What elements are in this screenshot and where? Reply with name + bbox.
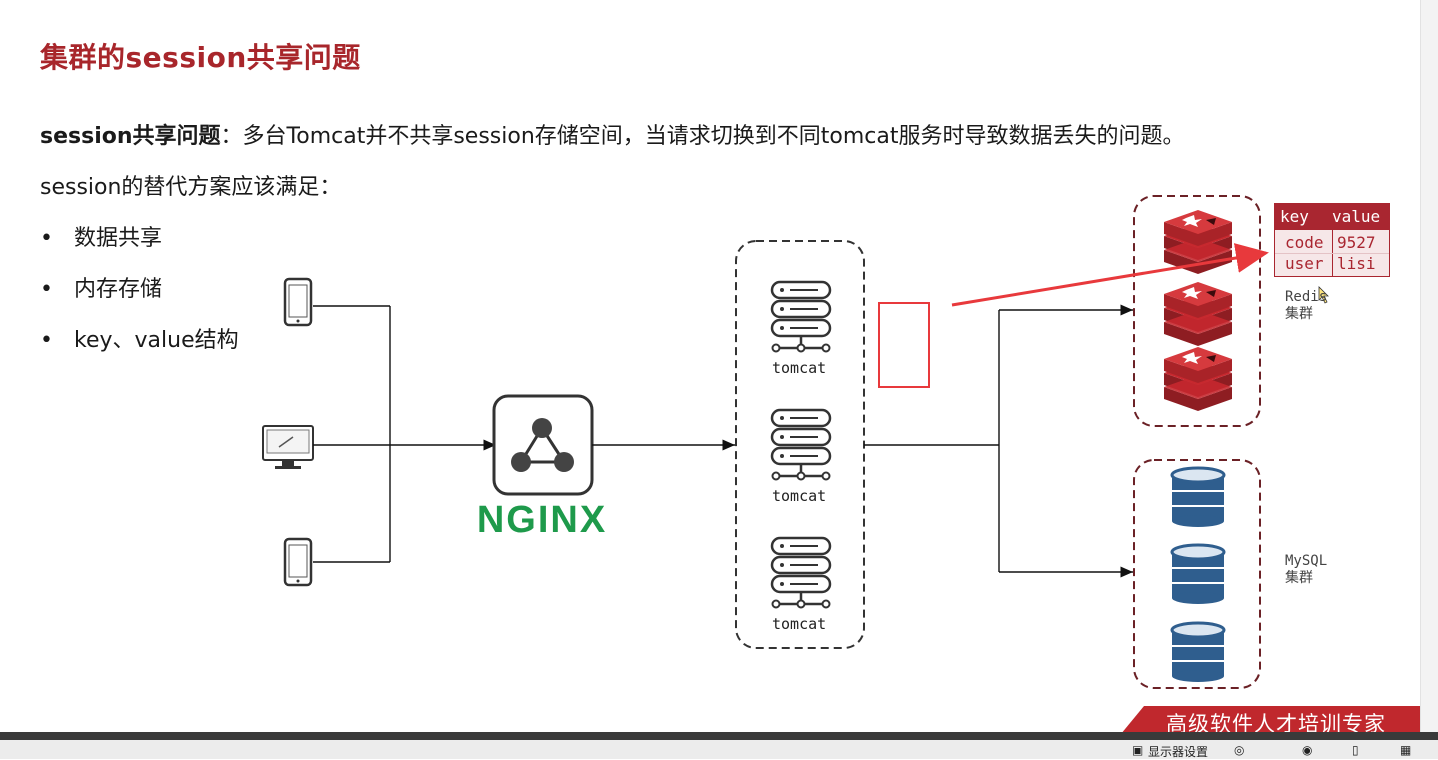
kv-header-key: key <box>1280 207 1309 226</box>
highlight-box <box>878 302 930 388</box>
tomcat-label: tomcat <box>772 487 827 505</box>
settings-icon[interactable]: ◎ <box>1234 743 1245 757</box>
desktop-icon <box>262 425 314 469</box>
tomcat-label: tomcat <box>772 615 827 633</box>
phone-icon <box>283 277 313 327</box>
nginx-icon <box>492 394 594 496</box>
mysql-label: MySQL <box>1285 553 1328 569</box>
mysql-cluster-box <box>1133 459 1261 689</box>
tomcat-label: tomcat <box>772 359 827 377</box>
redis-icon <box>1164 282 1232 346</box>
svg-text:NGINX: NGINX <box>477 499 607 541</box>
play-icon[interactable]: ◉ <box>1302 743 1313 757</box>
bullet-dot: • <box>40 226 53 251</box>
bullet-item: • 内存存储 <box>40 271 162 303</box>
kv-header-value: value <box>1332 207 1381 226</box>
kv-table-body: code 9527 user lisi <box>1274 230 1390 277</box>
nginx-logo: NGINX <box>477 499 607 541</box>
kv-value: 9527 <box>1337 233 1376 252</box>
redis-label: Redis <box>1285 289 1328 305</box>
red-annotation-arrow <box>951 243 1269 307</box>
bullet-text: 数据共享 <box>74 226 163 251</box>
bullet-text: 内存存储 <box>74 277 163 302</box>
grid-icon[interactable]: ▦ <box>1400 743 1412 757</box>
slide: 集群的session共享问题 session共享问题：多台Tomcat并不共享s… <box>40 41 1390 689</box>
intro-bold: session共享问题 <box>40 124 221 149</box>
slide-title: 集群的session共享问题 <box>40 41 361 74</box>
progress-bar[interactable] <box>0 732 1438 740</box>
monitor-icon[interactable]: ▣ <box>1132 743 1144 757</box>
redis-label-cluster: 集群 <box>1285 306 1313 322</box>
database-icon <box>1170 621 1226 684</box>
intro-line: session共享问题：多台Tomcat并不共享session存储空间，当请求切… <box>40 118 1184 150</box>
kv-key: user <box>1285 254 1324 273</box>
bullet-text: key、value结构 <box>74 328 239 353</box>
phone-icon <box>283 537 313 587</box>
database-icon <box>1170 466 1226 529</box>
tomcat-server-icon <box>770 408 832 481</box>
vertical-scrollbar[interactable] <box>1420 0 1438 732</box>
mysql-label-cluster: 集群 <box>1285 570 1313 586</box>
tomcat-server-icon <box>770 280 832 353</box>
architecture-diagram: NGINX <box>262 195 1329 689</box>
database-icon <box>1170 543 1226 606</box>
bullet-dot: • <box>40 277 53 302</box>
window-icon[interactable]: ▯ <box>1352 743 1359 757</box>
redis-cluster-box <box>1133 195 1261 427</box>
cursor-icon <box>1318 286 1329 304</box>
redis-cluster-label: Redis 集群 <box>1285 289 1327 323</box>
tomcat-server-icon <box>770 536 832 609</box>
storage-connector <box>864 304 1133 578</box>
redis-icon <box>1164 347 1232 411</box>
bottom-toolbar: ▣ 显示器设置 ◎ ◉ ▯ ▦ <box>0 740 1438 759</box>
kv-value: lisi <box>1337 254 1376 273</box>
intro-rest: ：多台Tomcat并不共享session存储空间，当请求切换到不同tomcat服… <box>220 124 1185 149</box>
mysql-cluster-label: MySQL 集群 <box>1285 553 1327 587</box>
bullet-dot: • <box>40 328 53 353</box>
bullet-item: • key、value结构 <box>40 322 239 354</box>
client-connector <box>313 305 496 563</box>
kv-divider <box>1275 253 1389 254</box>
kv-table-header: key value <box>1274 203 1390 230</box>
kv-key: code <box>1285 233 1324 252</box>
display-settings-button[interactable]: 显示器设置 <box>1148 745 1209 759</box>
bullet-item: • 数据共享 <box>40 220 162 252</box>
requirement-line: session的替代方案应该满足： <box>40 175 342 200</box>
